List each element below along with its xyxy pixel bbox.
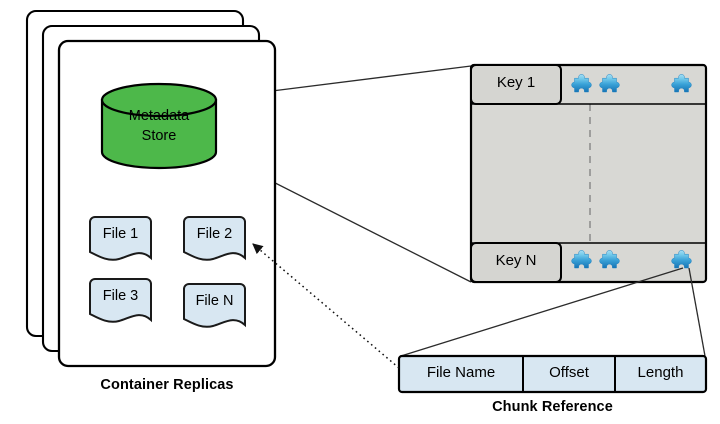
connector-chunk-to-chunkref-right xyxy=(688,267,706,357)
key-cell-n[interactable] xyxy=(470,242,562,283)
key-panel-body xyxy=(469,63,708,284)
connector-chunkref-to-file2 xyxy=(252,243,400,369)
file-icon-shape-group xyxy=(89,216,246,328)
key-label-n: Key N xyxy=(495,252,537,269)
key-cell-1[interactable] xyxy=(470,64,562,105)
chunk-reference-caption: Chunk Reference xyxy=(492,399,613,415)
metadata-store-label-line2: Store xyxy=(141,128,177,144)
chunk-field-file-name: File Name xyxy=(426,364,496,381)
database-cylinder-icon xyxy=(100,82,218,170)
connector-chunk-to-chunkref-left xyxy=(400,267,684,357)
container-replicas-caption: Container Replicas xyxy=(100,377,234,393)
file-label-1: File 1 xyxy=(102,226,139,242)
metadata-store-label-line1: Metadata xyxy=(128,108,190,124)
key-label-1: Key 1 xyxy=(496,74,536,91)
chunk-field-offset: Offset xyxy=(549,364,589,381)
chunk-reference-box xyxy=(397,354,708,394)
file-label-n: File N xyxy=(195,293,234,309)
file-label-3: File 3 xyxy=(102,288,139,304)
chunk-field-length: Length xyxy=(637,364,684,381)
file-label-2: File 2 xyxy=(196,226,233,242)
